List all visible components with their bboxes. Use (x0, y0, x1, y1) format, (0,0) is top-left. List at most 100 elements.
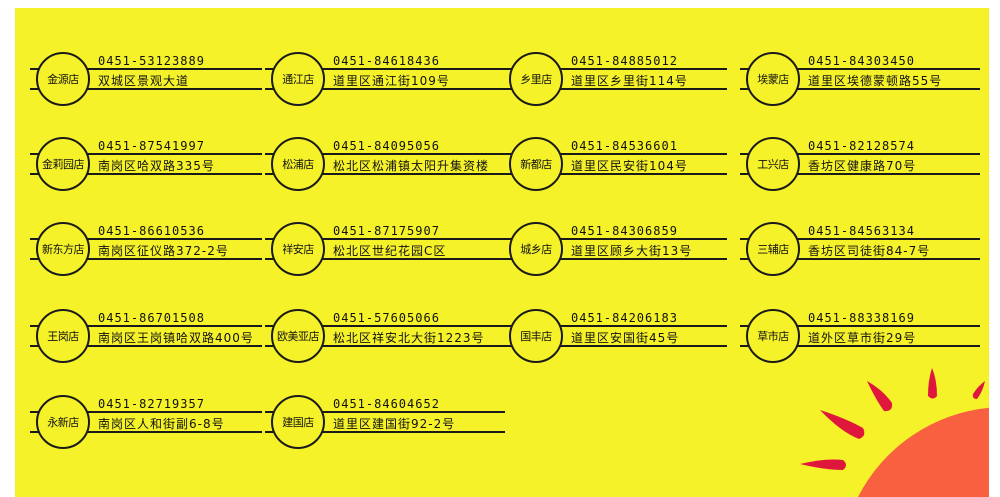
sun-ray (928, 368, 937, 399)
store-name-badge: 新都店 (509, 137, 563, 191)
store-name: 工兴店 (757, 158, 789, 171)
store-name: 埃蒙店 (757, 73, 789, 86)
store-address: 道外区草市街29号 (808, 331, 917, 345)
divider-top (503, 325, 727, 327)
divider-top (503, 68, 727, 70)
store-phone: 0451-84604652 (333, 397, 440, 411)
store-name: 欧美亚店 (277, 330, 320, 343)
store-phone: 0451-84563134 (808, 224, 915, 238)
store-name-badge: 建国店 (271, 395, 325, 449)
store-name: 三辅店 (757, 243, 789, 256)
store-name: 草市店 (757, 330, 789, 343)
store-phone: 0451-86610536 (98, 224, 205, 238)
store-address: 南岗区王岗镇哈双路400号 (98, 331, 254, 345)
store-card: 祥安店 0451-87175907 松北区世纪花园C区 (265, 222, 505, 278)
divider-bottom (30, 258, 262, 260)
divider-bottom (30, 431, 262, 433)
store-phone: 0451-53123889 (98, 54, 205, 68)
store-phone: 0451-82128574 (808, 139, 915, 153)
store-name: 永新店 (47, 416, 79, 429)
divider-bottom (503, 258, 727, 260)
store-card: 通江店 0451-84618436 道里区通江街109号 (265, 52, 505, 108)
store-name: 王岗店 (47, 330, 79, 343)
store-phone: 0451-87541997 (98, 139, 205, 153)
store-address: 松北区松浦镇太阳升集资楼 (333, 159, 490, 173)
store-name: 松浦店 (282, 158, 314, 171)
store-phone: 0451-82719357 (98, 397, 205, 411)
divider-bottom (30, 345, 262, 347)
store-directory-board: 金源店 0451-53123889 双城区景观大道 通江店 0451-84618436 道… (15, 8, 989, 497)
store-address: 道里区乡里街114号 (571, 74, 688, 88)
store-card: 永新店 0451-82719357 南岗区人和街副6-8号 (30, 395, 262, 451)
store-phone: 0451-84885012 (571, 54, 678, 68)
divider-top (740, 68, 980, 70)
store-address: 松北区世纪花园C区 (333, 244, 447, 258)
store-card: 乡里店 0451-84885012 道里区乡里街114号 (503, 52, 727, 108)
store-address: 双城区景观大道 (98, 74, 190, 88)
store-name-badge: 松浦店 (271, 137, 325, 191)
sun-ray (867, 381, 893, 412)
store-address: 道里区通江街109号 (333, 74, 450, 88)
store-address: 松北区祥安北大街1223号 (333, 331, 485, 345)
divider-bottom (503, 173, 727, 175)
divider-bottom (265, 345, 505, 347)
store-phone: 0451-84536601 (571, 139, 678, 153)
store-name: 金莉园店 (42, 158, 85, 171)
store-name: 新都店 (520, 158, 552, 171)
store-card: 松浦店 0451-84095056 松北区松浦镇太阳升集资楼 (265, 137, 505, 193)
store-address: 南岗区征仪路372-2号 (98, 244, 229, 258)
divider-top (30, 238, 262, 240)
store-name-badge: 三辅店 (746, 222, 800, 276)
divider-bottom (740, 258, 980, 260)
divider-top (740, 238, 980, 240)
store-name-badge: 乡里店 (509, 52, 563, 106)
store-name: 通江店 (282, 73, 314, 86)
store-name: 建国店 (282, 416, 314, 429)
store-name-badge: 金源店 (36, 52, 90, 106)
store-name-badge: 新东方店 (36, 222, 90, 276)
store-phone: 0451-84095056 (333, 139, 440, 153)
store-address: 香坊区司徒街84-7号 (808, 244, 931, 258)
divider-top (265, 411, 505, 413)
divider-bottom (503, 88, 727, 90)
store-name: 祥安店 (282, 243, 314, 256)
divider-bottom (740, 173, 980, 175)
divider-bottom (265, 431, 505, 433)
store-phone: 0451-84618436 (333, 54, 440, 68)
divider-bottom (265, 258, 505, 260)
store-address: 道里区埃德蒙顿路55号 (808, 74, 943, 88)
divider-bottom (740, 345, 980, 347)
divider-top (740, 153, 980, 155)
store-phone: 0451-57605066 (333, 311, 440, 325)
sun-ray (800, 459, 846, 470)
divider-bottom (265, 88, 505, 90)
divider-top (265, 68, 505, 70)
store-name-badge: 城乡店 (509, 222, 563, 276)
store-address: 道里区民安街104号 (571, 159, 688, 173)
store-name-badge: 通江店 (271, 52, 325, 106)
divider-top (265, 325, 505, 327)
store-card: 金源店 0451-53123889 双城区景观大道 (30, 52, 262, 108)
store-card: 新都店 0451-84536601 道里区民安街104号 (503, 137, 727, 193)
store-phone: 0451-84306859 (571, 224, 678, 238)
store-card: 王岗店 0451-86701508 南岗区王岗镇哈双路400号 (30, 309, 262, 365)
store-name-badge: 埃蒙店 (746, 52, 800, 106)
divider-top (30, 153, 262, 155)
store-address: 南岗区人和街副6-8号 (98, 417, 225, 431)
sun-icon (858, 407, 989, 497)
store-phone: 0451-84206183 (571, 311, 678, 325)
store-phone: 0451-87175907 (333, 224, 440, 238)
store-name: 新东方店 (42, 243, 85, 256)
store-phone: 0451-86701508 (98, 311, 205, 325)
store-name-badge: 永新店 (36, 395, 90, 449)
store-name-badge: 祥安店 (271, 222, 325, 276)
divider-bottom (265, 173, 505, 175)
store-name-badge: 欧美亚店 (271, 309, 325, 363)
store-card: 三辅店 0451-84563134 香坊区司徒街84-7号 (740, 222, 980, 278)
divider-top (265, 238, 505, 240)
